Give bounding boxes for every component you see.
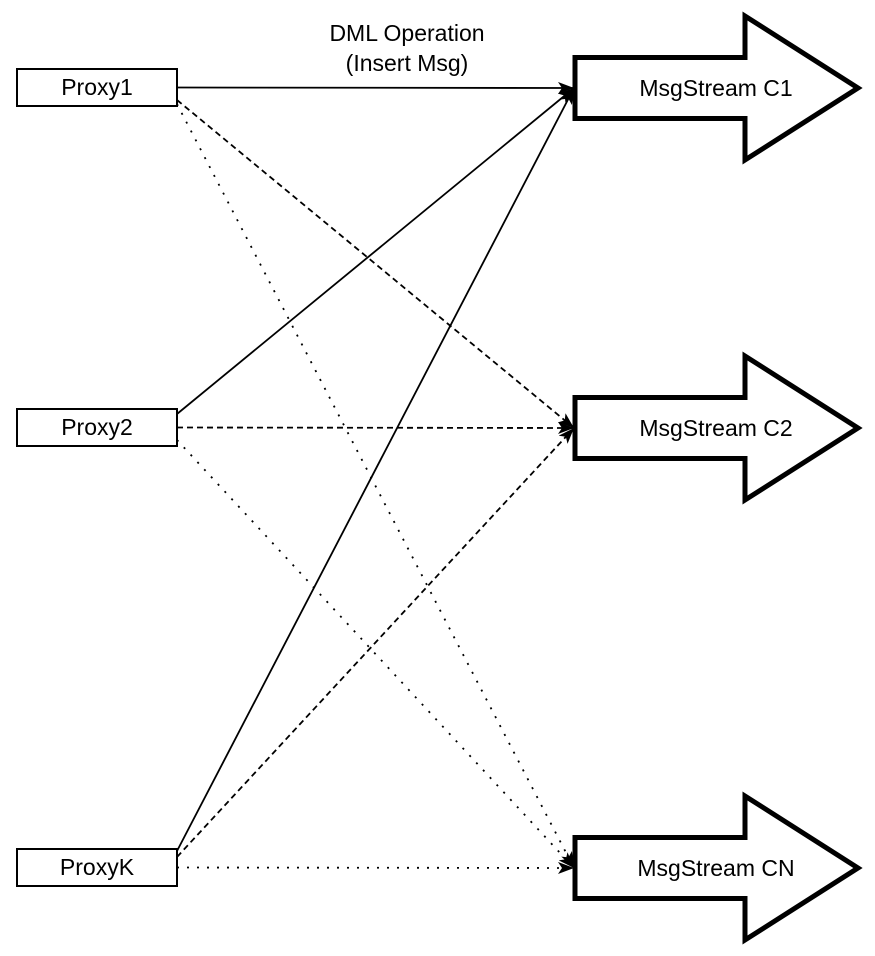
proxy2-node: Proxy2: [16, 408, 178, 447]
edges-layer: [176, 81, 575, 874]
msgstream-c2-arrow: [572, 351, 863, 505]
msgstream-c1-arrow: [572, 11, 863, 165]
edge-proxy2-c2: [176, 421, 575, 434]
msgstream-cn-arrow: [572, 791, 863, 945]
edge-proxyk-c2: [176, 427, 575, 858]
diagram-title-line2: (Insert Msg): [346, 50, 469, 76]
msgstream-c1-label: MsgStream C1: [639, 75, 792, 101]
edge-proxyk-c1: [176, 87, 575, 852]
msgstream-c1-node: MsgStream C1: [572, 11, 863, 165]
msgstream-c2-label: MsgStream C2: [639, 415, 792, 441]
edge-proxyk-cn: [176, 861, 575, 874]
proxy1-node: Proxy1: [16, 68, 178, 107]
msgstream-c2-node: MsgStream C2: [572, 351, 863, 505]
edge-proxy2-c1: [176, 87, 575, 415]
proxy2-box: [16, 408, 178, 447]
msgstream-cn-node: MsgStream CN: [572, 791, 863, 945]
proxy2-label: Proxy2: [61, 414, 133, 440]
proxy1-label: Proxy1: [61, 74, 133, 100]
diagram-title-line1: DML Operation: [329, 20, 484, 46]
proxyk-node: ProxyK: [16, 848, 178, 887]
edge-proxy1-c2: [176, 99, 575, 429]
edge-proxy1-cn: [176, 103, 575, 869]
proxy1-box: [16, 68, 178, 107]
edge-proxy1-c1: [176, 81, 575, 94]
edge-proxy2-cn: [176, 439, 575, 869]
proxyk-box: [16, 848, 178, 887]
msgstream-cn-label: MsgStream CN: [637, 855, 794, 881]
proxyk-label: ProxyK: [60, 854, 135, 880]
